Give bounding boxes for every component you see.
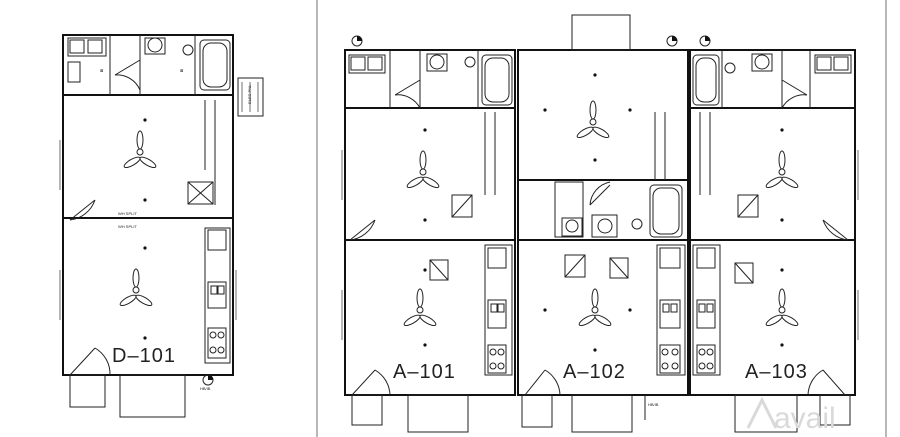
wh-split-note: WH SPLIT [118,224,137,229]
ceiling-fan-icon [119,268,153,307]
unit-a103-plan [689,49,859,433]
unit-a101-plan [341,49,516,433]
ceiling-fan-icon [123,130,157,169]
unit-d101-plan: ⊠ ⊠ [59,34,264,418]
unit-label-d101: D–101 [112,345,176,367]
hbib-note: HB/IB [648,402,659,407]
watermark-text: avail [774,402,836,435]
ceiling-fan-icon [765,150,799,189]
unit-a102-plan [517,14,689,433]
ceiling-fan-icon [576,100,610,139]
svg-text:⊠: ⊠ [100,68,103,73]
unit-label-a101: A–101 [393,361,456,383]
unit-label-a102: A–102 [563,361,626,383]
ceiling-fan-icon [403,288,437,327]
ceiling-fan-icon [765,288,799,327]
wh-split-note: WH SPLIT [118,211,137,216]
avail-watermark-logo: avail [746,396,836,435]
hbib-note: HB/IB [200,386,211,391]
panel-label: ELEC PNL [247,84,252,104]
ceiling-fan-icon [406,150,440,189]
reference-marker-icon [202,35,711,386]
unit-label-a103: A–103 [745,361,808,383]
ceiling-fan-icon [578,288,612,327]
svg-text:⊠: ⊠ [180,68,183,73]
